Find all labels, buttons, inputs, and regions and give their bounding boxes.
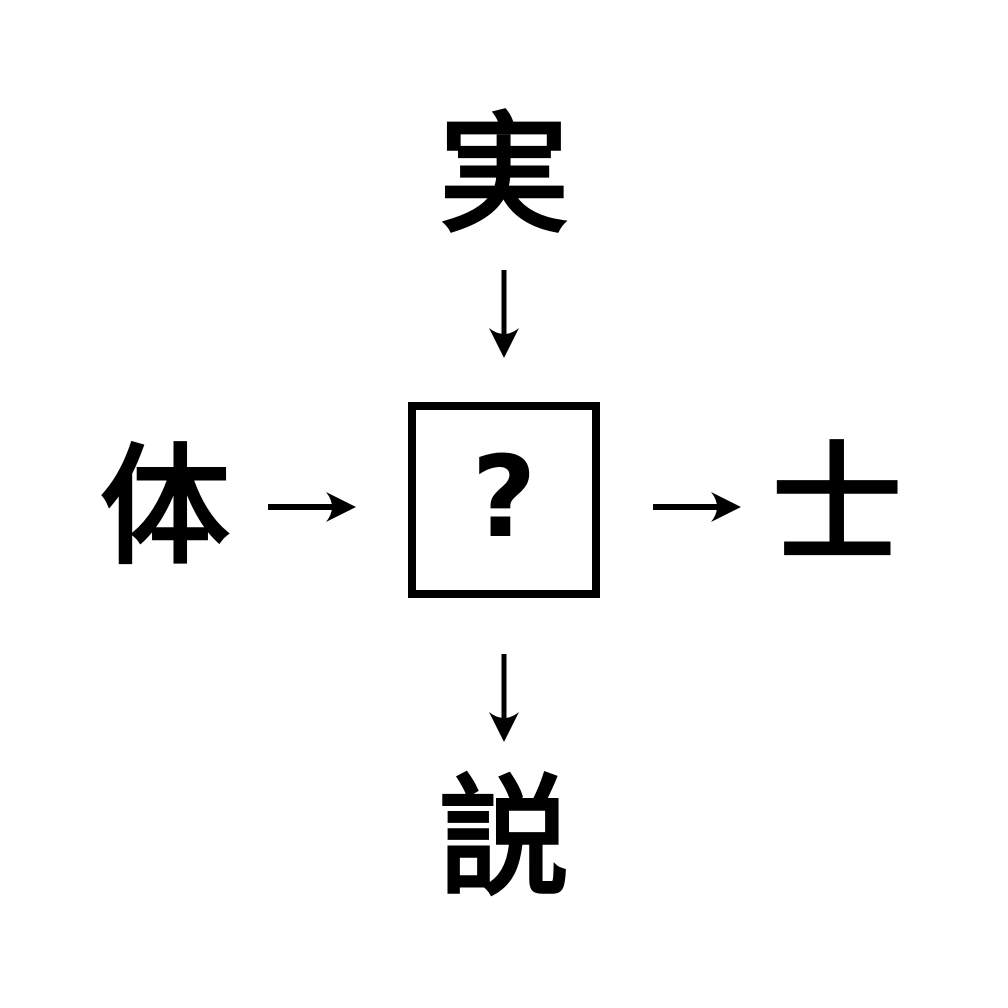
- question-mark: ?: [471, 433, 537, 563]
- arrow-down-icon: [484, 268, 524, 360]
- right-kanji: 士: [771, 429, 902, 581]
- top-kanji: 実: [438, 99, 569, 251]
- answer-box: ?: [408, 402, 600, 598]
- bottom-kanji: 説: [438, 762, 569, 914]
- arrow-down-icon: [484, 652, 524, 744]
- left-kanji: 体: [99, 431, 230, 583]
- arrow-right-icon: [651, 487, 743, 527]
- arrow-right-icon: [266, 487, 358, 527]
